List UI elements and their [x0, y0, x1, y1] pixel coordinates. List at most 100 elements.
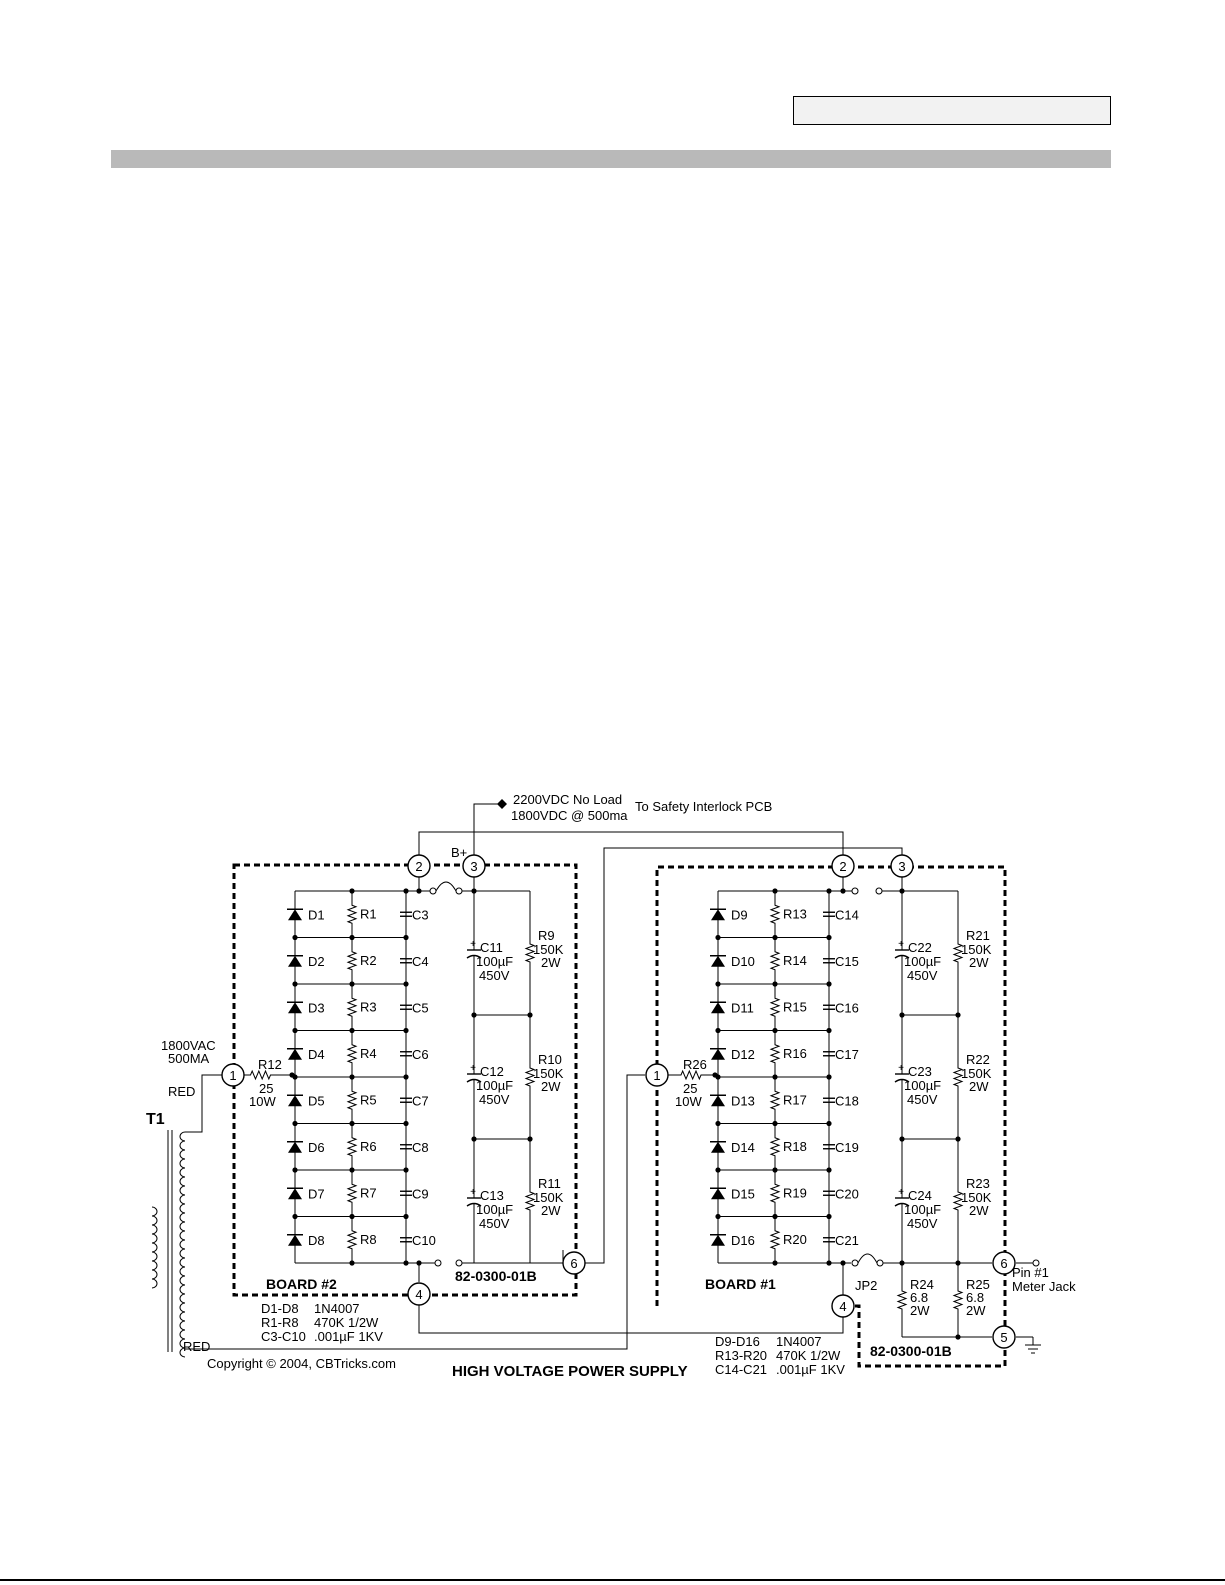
- junction-dot: [471, 1012, 477, 1018]
- diode-label: D6: [308, 1140, 325, 1155]
- junction-dot: [772, 1260, 778, 1266]
- resistor-R12: [229, 1069, 292, 1081]
- resistor-label: R6: [360, 1139, 377, 1154]
- board2-legend-value: 1N4007: [314, 1301, 360, 1316]
- output-terminal: [497, 799, 507, 809]
- junction-dot: [826, 1167, 832, 1173]
- diode-label: D5: [308, 1093, 325, 1108]
- resistor-R25: [952, 1263, 964, 1337]
- junction-dot: [289, 1072, 295, 1078]
- ecap-voltage: 450V: [907, 968, 938, 983]
- components: [151, 799, 1041, 1358]
- junction-dot: [826, 888, 832, 894]
- diagram-title: HIGH VOLTAGE POWER SUPPLY: [452, 1363, 688, 1380]
- r26-label: R26: [683, 1057, 707, 1072]
- diode-D10: [711, 955, 725, 967]
- terminal-label: 3: [898, 859, 905, 874]
- board2-legend-ref: D1-D8: [261, 1301, 299, 1316]
- junction-dot: [715, 1027, 721, 1034]
- junction-dot: [349, 1074, 355, 1080]
- bleeder-rating: 2W: [541, 955, 561, 970]
- bleeder-value: 150K: [533, 942, 564, 957]
- resistor-R13: [769, 891, 781, 938]
- capacitor-curved-plate: [466, 1078, 482, 1083]
- junction-dot: [349, 1213, 355, 1220]
- diode-D15: [711, 1188, 725, 1200]
- junction-dot: [899, 888, 905, 894]
- ecap-label: C23: [908, 1064, 932, 1079]
- diode-D6: [288, 1141, 302, 1153]
- open-terminal: [876, 1259, 884, 1267]
- diode-label: D13: [731, 1093, 755, 1108]
- terminal-label: 1: [229, 1068, 236, 1083]
- bleeder-value: 150K: [533, 1066, 564, 1081]
- open-terminal: [455, 887, 463, 895]
- jp2-label: JP2: [855, 1278, 877, 1293]
- bplus-label: B+: [451, 845, 467, 860]
- t1-secondary-top-lead: [185, 1074, 222, 1133]
- junction-dot: [416, 888, 422, 894]
- junction-dot: [292, 981, 298, 987]
- diode-label: D14: [731, 1140, 755, 1155]
- capacitor-curved-plate: [894, 954, 910, 959]
- junction-dot: [826, 1213, 832, 1220]
- diode-D3: [288, 1002, 302, 1014]
- resistor-label: R20: [783, 1232, 807, 1247]
- resistor-R9: [524, 891, 536, 1015]
- resistor-R21: [952, 891, 964, 1015]
- board2-legend-value: 470K 1/2W: [314, 1315, 379, 1330]
- t1-rating-voltage: 1800VAC: [161, 1038, 216, 1053]
- capacitor-curved-plate: [894, 1202, 910, 1207]
- junction-dot: [826, 981, 832, 987]
- junction-dot: [772, 934, 778, 941]
- junction-dot: [403, 1167, 409, 1173]
- junction-dot: [527, 1012, 533, 1018]
- bleeder-rating: 2W: [969, 1079, 989, 1094]
- junction-dot: [955, 1334, 961, 1340]
- resistor-R5: [346, 1077, 358, 1124]
- resistor-R14: [769, 937, 781, 984]
- junction-dot: [826, 1027, 832, 1034]
- resistor-R1: [346, 891, 358, 938]
- junction-dot: [349, 1167, 355, 1173]
- junction-dot: [840, 888, 846, 894]
- resistor-R15: [769, 984, 781, 1031]
- terminal-label: 4: [415, 1287, 422, 1302]
- junction-dot: [715, 1213, 721, 1220]
- junction-dot: [403, 1027, 409, 1034]
- resistor-label: R16: [783, 1046, 807, 1061]
- bleeder-label: R21: [966, 928, 990, 943]
- terminal-label: 3: [470, 859, 477, 874]
- bleeder-label: R23: [966, 1176, 990, 1191]
- bleeder-value: 150K: [961, 1066, 992, 1081]
- junction-dot: [826, 1074, 832, 1080]
- diode-D13: [711, 1095, 725, 1107]
- resistor-label: R14: [783, 953, 807, 968]
- t1-secondary-bottom-lead: [185, 1074, 645, 1350]
- board1-legend-ref: C14-C21: [715, 1362, 767, 1377]
- r26-value: 25: [683, 1081, 697, 1096]
- polarity-mark: +: [470, 1063, 476, 1074]
- capacitor-curved-plate: [466, 954, 482, 959]
- polarity-mark: +: [898, 939, 904, 950]
- t1-name: T1: [146, 1111, 165, 1128]
- diode-D2: [288, 955, 302, 967]
- diode-label: D4: [308, 1047, 325, 1062]
- diode-label: D16: [731, 1233, 755, 1248]
- t1-lead-top: RED: [168, 1084, 195, 1099]
- open-terminal: [455, 1259, 463, 1267]
- board1-legend-value: .001µF 1KV: [776, 1362, 845, 1377]
- diode-label: D3: [308, 1000, 325, 1015]
- t1-secondary-coil: [179, 1131, 186, 1358]
- meter-jack-label: Meter Jack: [1012, 1279, 1076, 1294]
- shunt-rating: 2W: [910, 1303, 930, 1318]
- diode-label: D10: [731, 954, 755, 969]
- open-terminal: [429, 887, 437, 895]
- ecap-voltage: 450V: [479, 1216, 510, 1231]
- resistor-R17: [769, 1077, 781, 1124]
- junction-dot: [416, 1260, 422, 1266]
- shunt-rating: 2W: [966, 1303, 986, 1318]
- ecap-value: 100µF: [476, 954, 513, 969]
- diode-D7: [288, 1188, 302, 1200]
